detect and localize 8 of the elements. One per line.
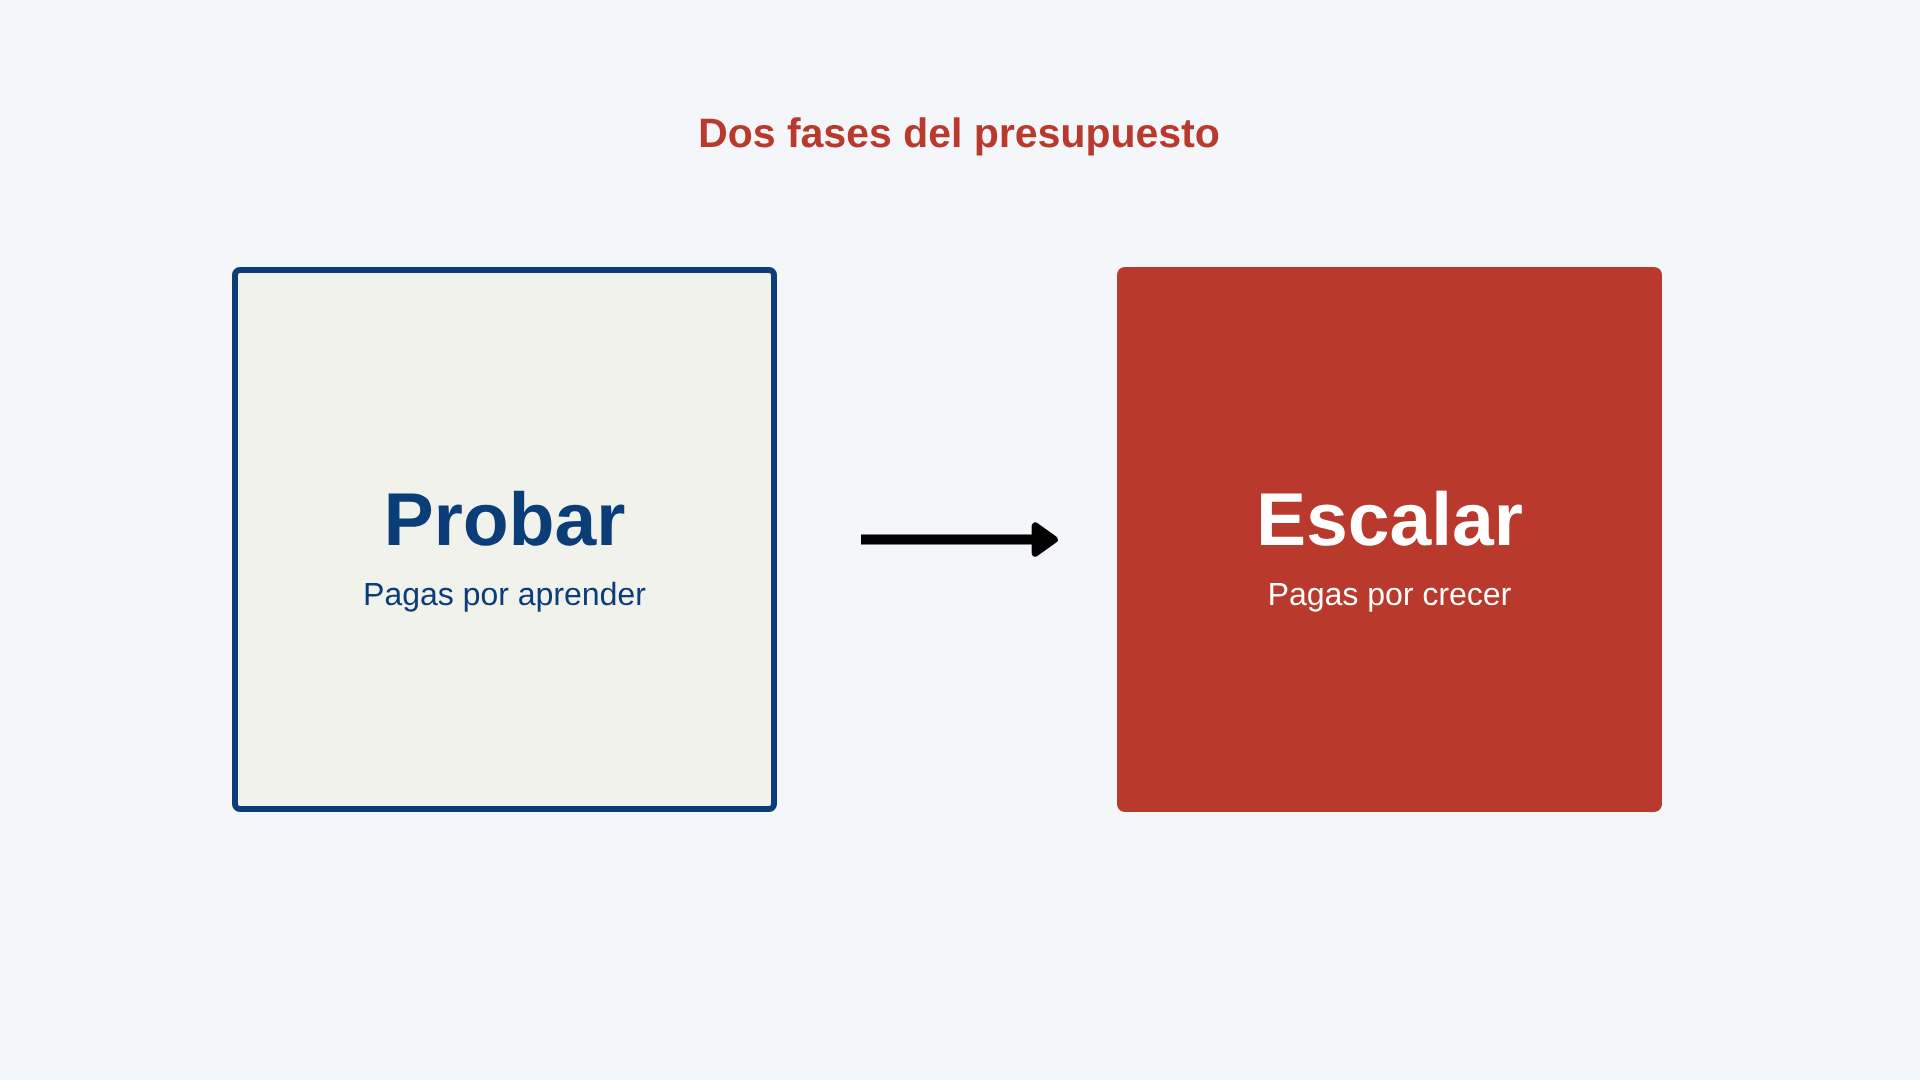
box-subtitle: Pagas por aprender [365,581,646,612]
box-heading: Probar [388,490,625,546]
arrow [861,522,1058,557]
phase-box [1117,267,1662,812]
diagram-title: Dos fases del presupuesto [700,117,1219,156]
box-subtitle: Pagas por crecer [1270,583,1511,612]
box-heading: Escalar [1261,490,1522,546]
phase-box [232,267,777,812]
